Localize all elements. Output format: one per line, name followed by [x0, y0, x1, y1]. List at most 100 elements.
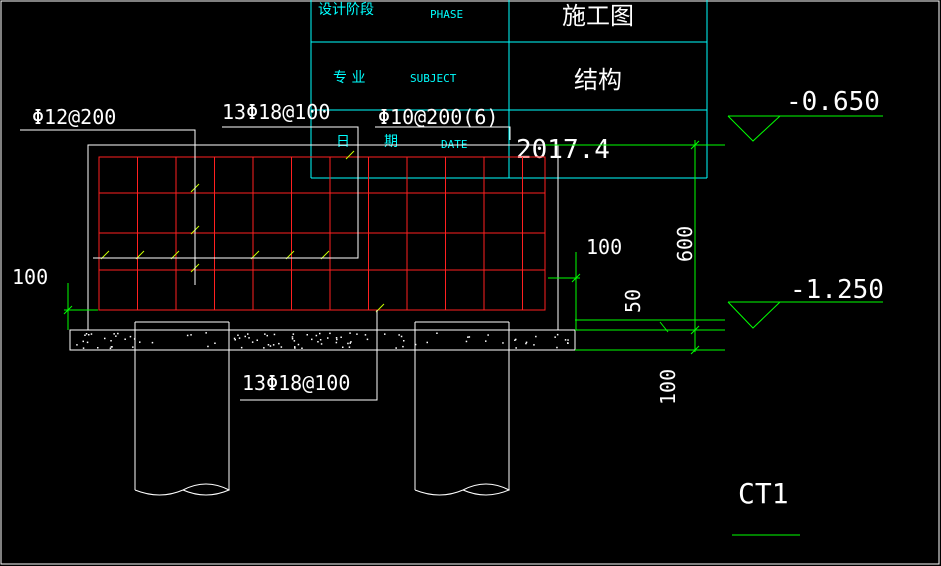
rebar-label-bottom: 13Φ18@100	[242, 371, 350, 395]
cushion-speckle	[272, 344, 275, 346]
cushion-speckle	[349, 342, 351, 344]
cushion-speckle	[315, 334, 318, 337]
cushion-speckle	[335, 341, 338, 344]
cushion-speckle	[139, 341, 141, 343]
cushion-speckle	[297, 343, 300, 346]
cushion-speckle	[564, 339, 567, 341]
cushion-speckle	[320, 343, 323, 345]
pile-cap-outline	[87, 144, 559, 330]
cushion-speckle	[554, 336, 556, 338]
elevation-top: -0.650	[786, 87, 880, 117]
subject-value: 结构	[574, 66, 622, 94]
date-value: 2017.4	[516, 135, 610, 165]
cushion-speckle	[234, 339, 236, 341]
cushion-speckle	[240, 346, 243, 349]
cushion-speckle	[291, 338, 294, 340]
dim-bottom-cover: 50	[621, 289, 645, 313]
cushion-speckle	[306, 334, 308, 336]
cushion-speckle	[293, 340, 296, 342]
cushion-speckle	[233, 337, 236, 340]
cushion-speckle	[350, 341, 352, 343]
date-cn-label-2: 期	[384, 134, 398, 150]
cushion-speckle	[335, 337, 338, 339]
cap-name: CT1	[738, 477, 789, 510]
cushion-speckle	[348, 346, 351, 348]
pile-right	[414, 321, 511, 496]
phase-cn-label: 设计阶段	[318, 2, 374, 18]
rebar-label-top-right: Φ10@200(6)	[378, 105, 498, 129]
cushion-speckle	[364, 334, 367, 336]
cushion-speckle	[273, 333, 276, 336]
rebar-ticks	[100, 150, 385, 313]
cushion-speckle	[251, 341, 254, 343]
cushion-speckle	[248, 337, 250, 339]
pile-left	[134, 321, 231, 496]
cushion-speckle	[88, 334, 90, 336]
dimension-lines	[63, 140, 800, 536]
cushion-speckle	[468, 336, 471, 338]
cushion-speckle	[301, 347, 303, 349]
dim-height: 600	[673, 226, 697, 262]
cushion-speckle	[327, 337, 329, 339]
cushion-speckle	[436, 332, 438, 334]
cushion-speckle	[104, 337, 106, 340]
cushion-speckle	[515, 338, 517, 341]
cushion-speckle	[82, 347, 85, 349]
cushion-speckle	[190, 334, 192, 336]
cushion-speckle	[117, 332, 119, 335]
cushion-speckle	[110, 346, 113, 348]
phase-value: 施工图	[562, 2, 634, 30]
cushion-speckle	[90, 333, 93, 335]
cushion-speckle	[342, 346, 344, 348]
cushion-speckle	[398, 334, 400, 336]
cushion-speckle	[329, 332, 331, 335]
cushion-speckle	[82, 340, 84, 343]
cushion-speckle	[205, 332, 207, 334]
cushion-speckle	[535, 335, 537, 338]
cushion-speckle	[336, 338, 338, 341]
cushion-speckle	[514, 339, 516, 341]
cushion-speckle	[384, 333, 386, 335]
cushion-speckle	[294, 346, 296, 348]
cushion-speckle	[264, 333, 266, 335]
cushion-speckle	[311, 338, 313, 341]
cushion-speckle	[244, 335, 246, 338]
elevation-marker-top	[727, 115, 883, 142]
cushion-speckle	[485, 340, 487, 342]
rebar-label-top-left: Φ12@200	[32, 105, 116, 129]
rebar-grid	[98, 156, 546, 311]
rebar-tick	[345, 150, 355, 160]
cushion-speckle	[556, 346, 558, 349]
elevation-bottom: -1.250	[790, 275, 884, 305]
cushion-speckle	[84, 334, 86, 336]
dim-cushion: 100	[656, 369, 680, 405]
cushion-speckle	[247, 333, 249, 335]
cushion-speckle	[515, 347, 517, 349]
cushion-speckle	[207, 345, 209, 348]
cushion-speckle	[467, 336, 469, 338]
cushion-speckle	[291, 336, 294, 338]
cushion-speckle	[395, 347, 397, 349]
cushion-speckle	[533, 344, 535, 346]
dim-left-cover: 100	[12, 265, 48, 289]
cushion-speckle	[129, 335, 132, 338]
cushion-speckle	[280, 346, 283, 348]
cushion-speckle	[347, 342, 349, 345]
cushion-speckle	[132, 346, 134, 348]
cushion-speckle	[115, 335, 117, 337]
cushion-speckle	[124, 338, 126, 340]
phase-en-label: PHASE	[430, 8, 463, 21]
cushion-speckle	[269, 345, 272, 347]
cushion-speckle	[256, 339, 258, 341]
cushion-speckle	[567, 339, 569, 341]
cushion-speckle	[465, 340, 468, 343]
cushion-speckle	[110, 340, 112, 342]
cushion-speckle	[319, 339, 322, 341]
cushion-speckle	[349, 332, 351, 334]
cushion-speckle	[319, 332, 321, 335]
cushion-speckle	[109, 347, 112, 350]
cushion-speckle	[567, 342, 569, 344]
